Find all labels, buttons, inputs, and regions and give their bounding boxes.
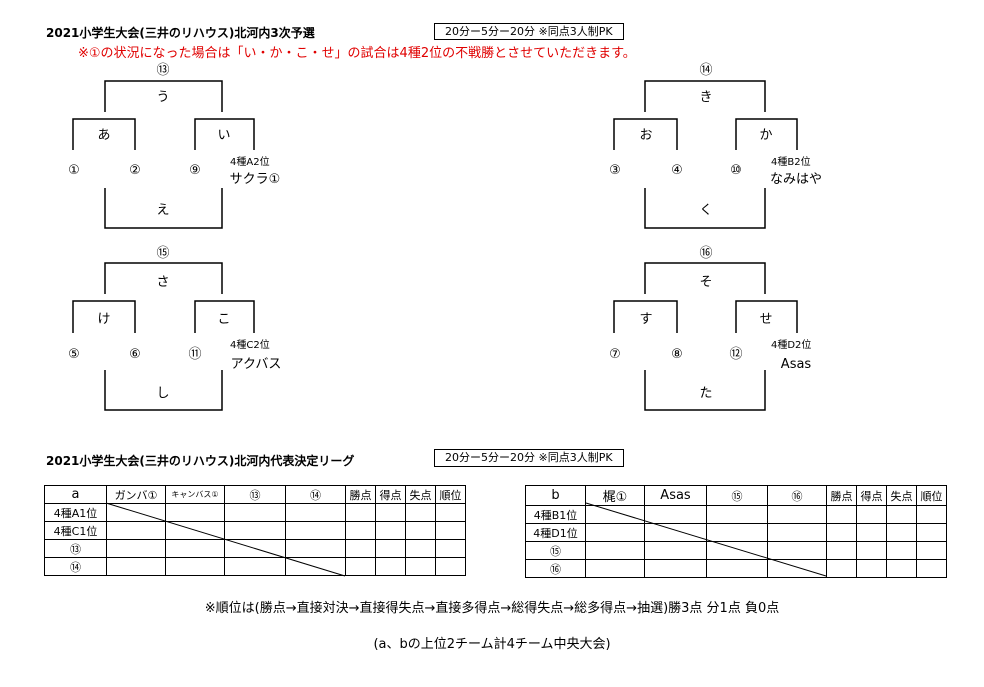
- bracket-15-slot-2: ⑥: [129, 347, 141, 362]
- league-b-rank-header: 順位: [916, 485, 947, 506]
- bracket-16-center-label: そ: [699, 275, 713, 290]
- bracket-15-right-label: こ: [217, 312, 231, 327]
- bracket-13-left-label: あ: [97, 128, 111, 143]
- table-row: 4種D1位: [525, 523, 947, 542]
- bracket-14-slot-3: ⑩: [730, 163, 742, 178]
- qualification-note: (a、bの上位2チーム計4チーム中央大会): [373, 637, 611, 652]
- bracket-13-slot-3: ⑨: [189, 163, 201, 178]
- league-rule-box: 20分ー5分ー20分 ※同点3人制PK: [434, 449, 624, 467]
- bracket-15-slot-3: ⑪: [188, 347, 202, 362]
- league-title: 2021小学生大会(三井のリハウス)北河内代表決定リーグ: [46, 454, 355, 468]
- bracket-14-slot-1: ③: [609, 163, 621, 178]
- bracket-13-top-label: ⑬: [156, 63, 170, 78]
- league-a-rank-header: 順位: [435, 485, 466, 504]
- bracket-15-slot-1: ⑤: [68, 347, 80, 362]
- bracket-15-team-seed: 4種C2位: [230, 340, 270, 351]
- bracket-14-slot-2: ④: [671, 163, 683, 178]
- table-row: ⑯: [525, 559, 947, 578]
- bracket-13-center-label: う: [156, 90, 170, 105]
- bracket-16-bottom-label: た: [699, 386, 713, 401]
- league-b-row-label: 4種B1位: [525, 505, 586, 524]
- preliminary-rule-box: 20分ー5分ー20分 ※同点3人制PK: [434, 23, 624, 40]
- notice-text: ※①の状況になった場合は「い・か・こ・せ」の試合は4種2位の不戦勝とさせていただ…: [78, 46, 636, 61]
- bracket-14-team-seed: 4種B2位: [771, 157, 811, 168]
- bracket-16-team-name: Asas: [780, 357, 812, 372]
- bracket-15-bottom-label: し: [156, 386, 170, 401]
- league-b-goals-for-header: 得点: [856, 485, 887, 506]
- bracket-15-top-label: ⑮: [156, 246, 170, 261]
- bracket-14-center-label: き: [699, 90, 713, 105]
- ranking-rules: ※順位は(勝点→直接対決→直接得失点→直接多得点→総得失点→総多得点→抽選)勝3…: [204, 601, 780, 616]
- league-table-b: b 梶① Asas ⑮ ⑯ 勝点 得点 失点 順位 4種B1位 4種D1位 ⑮ …: [525, 485, 947, 578]
- bracket-16-slot-3: ⑫: [729, 347, 743, 362]
- table-row: ⑮: [525, 541, 947, 560]
- league-b-team-header: Asas: [644, 485, 707, 506]
- bracket-16-slot-2: ⑧: [671, 347, 683, 362]
- bracket-13-team-name: サクラ①: [229, 172, 281, 187]
- bracket-14-left-label: お: [639, 128, 653, 143]
- bracket-13-slot-1: ①: [68, 163, 80, 178]
- league-b-header-row: b 梶① Asas ⑮ ⑯ 勝点 得点 失点 順位: [525, 485, 947, 506]
- preliminary-title: 2021小学生大会(三井のリハウス)北河内3次予選: [46, 26, 315, 40]
- bracket-14-top-label: ⑭: [699, 63, 713, 78]
- table-row: ⑭: [44, 557, 466, 576]
- bracket-16-right-label: せ: [759, 312, 773, 327]
- bracket-13-team-seed: 4種A2位: [230, 157, 270, 168]
- bracket-16-top-label: ⑯: [699, 246, 713, 261]
- table-row: 4種B1位: [525, 505, 947, 524]
- bracket-13-slot-2: ②: [129, 163, 141, 178]
- bracket-16-team-seed: 4種D2位: [771, 340, 812, 351]
- bracket-15-team-name: アクバス: [230, 357, 282, 372]
- bracket-14-team-name: なみはや: [769, 172, 823, 187]
- bracket-16-slot-1: ⑦: [609, 347, 621, 362]
- bracket-13-right-label: い: [217, 128, 231, 143]
- bracket-13-bottom-label: え: [156, 203, 170, 218]
- table-row: 4種C1位: [44, 521, 466, 540]
- bracket-15-center-label: さ: [156, 275, 170, 290]
- bracket-14-right-label: か: [759, 128, 773, 143]
- bracket-15-left-label: け: [97, 312, 111, 327]
- bracket-14-bottom-label: く: [699, 203, 713, 218]
- bracket-16-left-label: す: [639, 312, 653, 327]
